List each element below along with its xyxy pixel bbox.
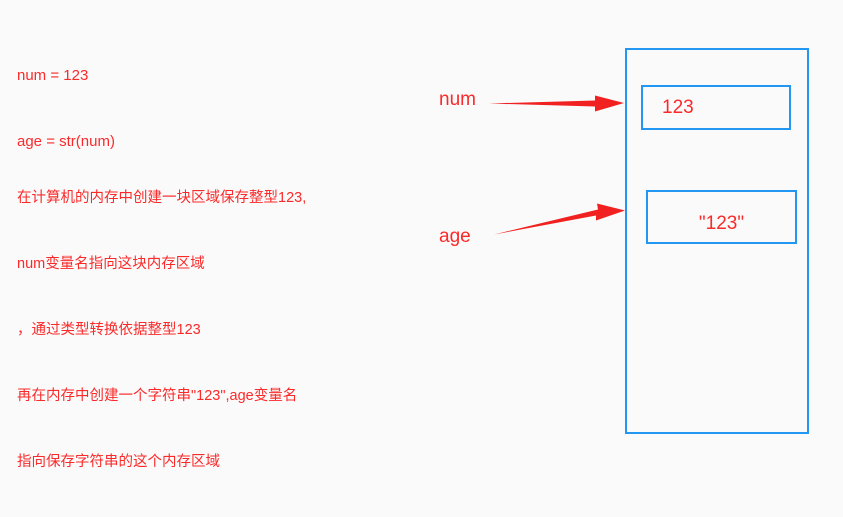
memory-region-box — [625, 48, 809, 434]
note-line-3: ，通过类型转换依据整型123 — [17, 322, 201, 338]
note-line-1: 在计算机的内存中创建一块区域保存整型123, — [17, 190, 307, 206]
memory-cell-str: "123" — [646, 190, 797, 244]
code-line-2: age = str(num) — [17, 133, 115, 150]
code-line-1: num = 123 — [17, 67, 89, 84]
pointer-label-age: age — [439, 226, 471, 247]
memory-cell-int-value: 123 — [662, 96, 694, 118]
code-snippet: num = 123 age = str(num) — [17, 21, 115, 197]
note-line-4: 再在内存中创建一个字符串"123",age变量名 — [17, 388, 298, 404]
note-line-2: num变量名指向这块内存区域 — [17, 256, 205, 272]
pointer-arrow-age-icon — [494, 203, 625, 235]
memory-cell-str-value: "123" — [698, 213, 745, 234]
pointer-label-num: num — [439, 89, 476, 110]
pointer-arrow-num-icon — [489, 95, 624, 112]
explanation-note: 在计算机的内存中创建一块区域保存整型123, num变量名指向这块内存区域 ，通… — [17, 143, 306, 517]
note-line-5: 指向保存字符串的这个内存区域 — [17, 454, 220, 470]
memory-cell-int: 123 — [641, 85, 791, 130]
diagram-canvas: num = 123 age = str(num) 在计算机的内存中创建一块区域保… — [17, 21, 809, 470]
